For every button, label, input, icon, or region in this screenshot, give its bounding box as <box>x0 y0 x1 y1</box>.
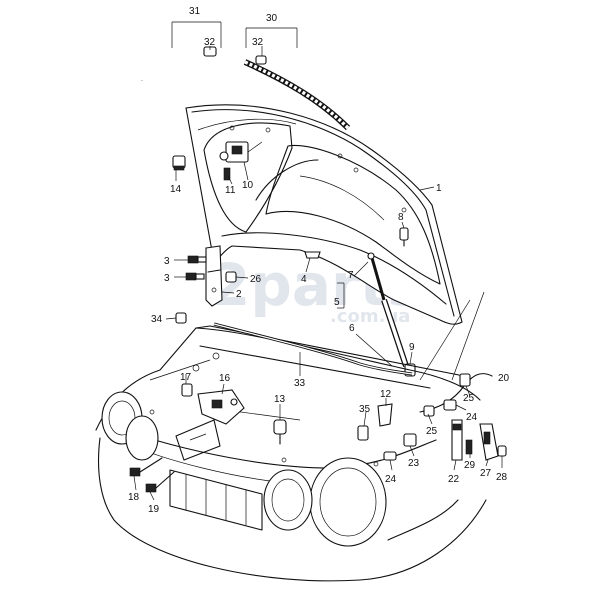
ball-stud-8 <box>399 227 409 247</box>
bonnet-1 <box>185 104 463 325</box>
label-34: 34 <box>151 314 163 325</box>
label-32-right: 32 <box>252 37 264 48</box>
label-35: 35 <box>359 404 371 415</box>
label-6: 6 <box>349 323 355 334</box>
bolt-3-lower <box>185 272 205 281</box>
label-3-lower: 3 <box>164 273 170 284</box>
bolt-3-upper <box>187 255 207 264</box>
label-26: 26 <box>250 274 262 285</box>
clip-24-upper <box>443 399 457 411</box>
callout-labels: 31 30 32 32 1 14 11 10 8 3 3 26 2 4 7 5 … <box>128 6 510 515</box>
label-2: 2 <box>236 289 242 300</box>
label-5: 5 <box>334 297 340 308</box>
clip-24-lower <box>383 451 397 461</box>
leader-lines <box>133 46 503 501</box>
label-30: 30 <box>266 13 278 24</box>
label-7: 7 <box>348 270 354 281</box>
front-body <box>95 291 487 582</box>
bolt-19 <box>145 471 175 493</box>
bracket-31 <box>171 21 222 48</box>
label-12: 12 <box>380 389 392 400</box>
label-16: 16 <box>219 373 231 384</box>
hinge-2 <box>205 245 223 307</box>
label-10: 10 <box>242 180 254 191</box>
clip-23 <box>403 433 417 447</box>
label-1: 1 <box>436 183 442 194</box>
switch-17 <box>181 383 193 397</box>
label-20: 20 <box>498 373 510 384</box>
clip-35 <box>357 425 369 441</box>
label-27: 27 <box>480 468 492 479</box>
hood-lock-10 <box>219 141 263 163</box>
release-cable-33 <box>213 322 413 376</box>
watermark-domain: .com.ua <box>330 306 410 327</box>
label-4: 4 <box>301 274 307 285</box>
label-23: 23 <box>408 458 420 469</box>
gas-strut-5 <box>367 252 409 367</box>
label-33: 33 <box>294 378 306 389</box>
label-25-right: 25 <box>463 393 475 404</box>
label-24-lower: 24 <box>385 474 397 485</box>
label-29: 29 <box>464 460 476 471</box>
clip-4 <box>304 251 321 259</box>
label-25-left: 25 <box>426 426 438 437</box>
screw-29 <box>465 439 473 455</box>
buffer-14 <box>172 155 186 171</box>
clip-28 <box>497 445 507 457</box>
label-14: 14 <box>170 184 182 195</box>
label-9: 9 <box>409 342 415 353</box>
lock-16 <box>175 389 245 461</box>
cable-end-20 <box>419 373 493 417</box>
label-32-left: 32 <box>204 37 216 48</box>
buffer-13 <box>273 419 287 445</box>
seal-strip-30 <box>243 55 351 131</box>
seal-strip-31 <box>140 46 217 81</box>
label-11: 11 <box>225 185 236 196</box>
handle-27 <box>479 423 499 461</box>
grommet-34 <box>175 312 187 324</box>
bracket-30 <box>245 27 298 48</box>
label-31: 31 <box>189 6 201 17</box>
label-19: 19 <box>148 504 160 515</box>
nut-26 <box>225 271 237 283</box>
label-17: 17 <box>180 372 192 383</box>
label-3-upper: 3 <box>164 256 170 267</box>
bolt-11 <box>223 167 231 181</box>
lever-22 <box>451 419 463 461</box>
bracket-12 <box>377 403 393 427</box>
label-18: 18 <box>128 492 140 503</box>
label-13: 13 <box>274 394 286 405</box>
label-28: 28 <box>496 472 508 483</box>
label-8: 8 <box>398 212 404 223</box>
bolt-18 <box>129 457 163 477</box>
label-24-upper: 24 <box>466 412 478 423</box>
label-22: 22 <box>448 474 460 485</box>
